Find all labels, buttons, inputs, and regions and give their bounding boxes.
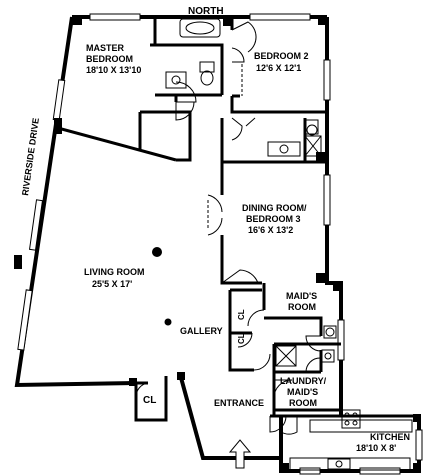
- dining-room-dims: 16'6 X 13'2: [248, 225, 293, 235]
- maids-room-label-line2: ROOM: [288, 302, 316, 312]
- fixtures: [165, 18, 413, 471]
- toilet: [323, 325, 337, 339]
- kitchen-sink: [327, 458, 351, 470]
- dining-room-label-line2: BEDROOM 3: [246, 214, 301, 224]
- bathtub: [179, 18, 221, 38]
- master-bedroom-label: MASTER: [86, 43, 125, 53]
- entrance-label: ENTRANCE: [214, 398, 264, 408]
- kitchen-label: KITCHEN: [370, 432, 410, 442]
- sink: [165, 71, 187, 89]
- dining-room-label: DINING ROOM/: [242, 203, 307, 213]
- maids-room-label: MAID'S: [286, 291, 317, 301]
- street-label: RIVERSIDE DRIVE: [20, 117, 41, 196]
- kitchen-counter-bottom: [289, 457, 411, 471]
- gallery-label: GALLERY: [180, 326, 223, 336]
- north-label: NORTH: [188, 6, 224, 17]
- living-room-label: LIVING ROOM: [84, 267, 145, 277]
- bedroom2-dims: 12'6 X 12'1: [256, 63, 301, 73]
- laundry-label-line3: ROOM: [289, 398, 317, 408]
- stove: [341, 409, 361, 429]
- living-room-dims: 25'5 X 17': [92, 279, 132, 289]
- shower: [275, 345, 297, 367]
- entrance-arrow-icon: [228, 439, 252, 469]
- closet-label: CL: [143, 395, 156, 406]
- master-bedroom-dims: 18'10 X 13'10: [86, 65, 141, 75]
- laundry-label: LAUNDRY/: [280, 376, 327, 386]
- kitchen-dims: 18'10 X 8': [356, 443, 396, 453]
- toilet: [305, 119, 319, 135]
- laundry-label-line2: MAID'S: [287, 387, 318, 397]
- toilet: [199, 61, 215, 73]
- closet-label: CL: [237, 333, 246, 344]
- bedroom2-label: BEDROOM 2: [254, 51, 309, 61]
- column-dot: [164, 318, 172, 326]
- interior-walls: [57, 17, 419, 430]
- windows: [17, 13, 423, 475]
- sink: [321, 349, 335, 363]
- column-dot: [152, 247, 162, 257]
- shower: [304, 135, 322, 157]
- columns: [14, 17, 421, 471]
- sink: [267, 141, 301, 157]
- kitchen-counter: [309, 419, 413, 433]
- closet-label: CL: [237, 309, 246, 320]
- master-bedroom-label-line2: BEDROOM: [86, 54, 133, 64]
